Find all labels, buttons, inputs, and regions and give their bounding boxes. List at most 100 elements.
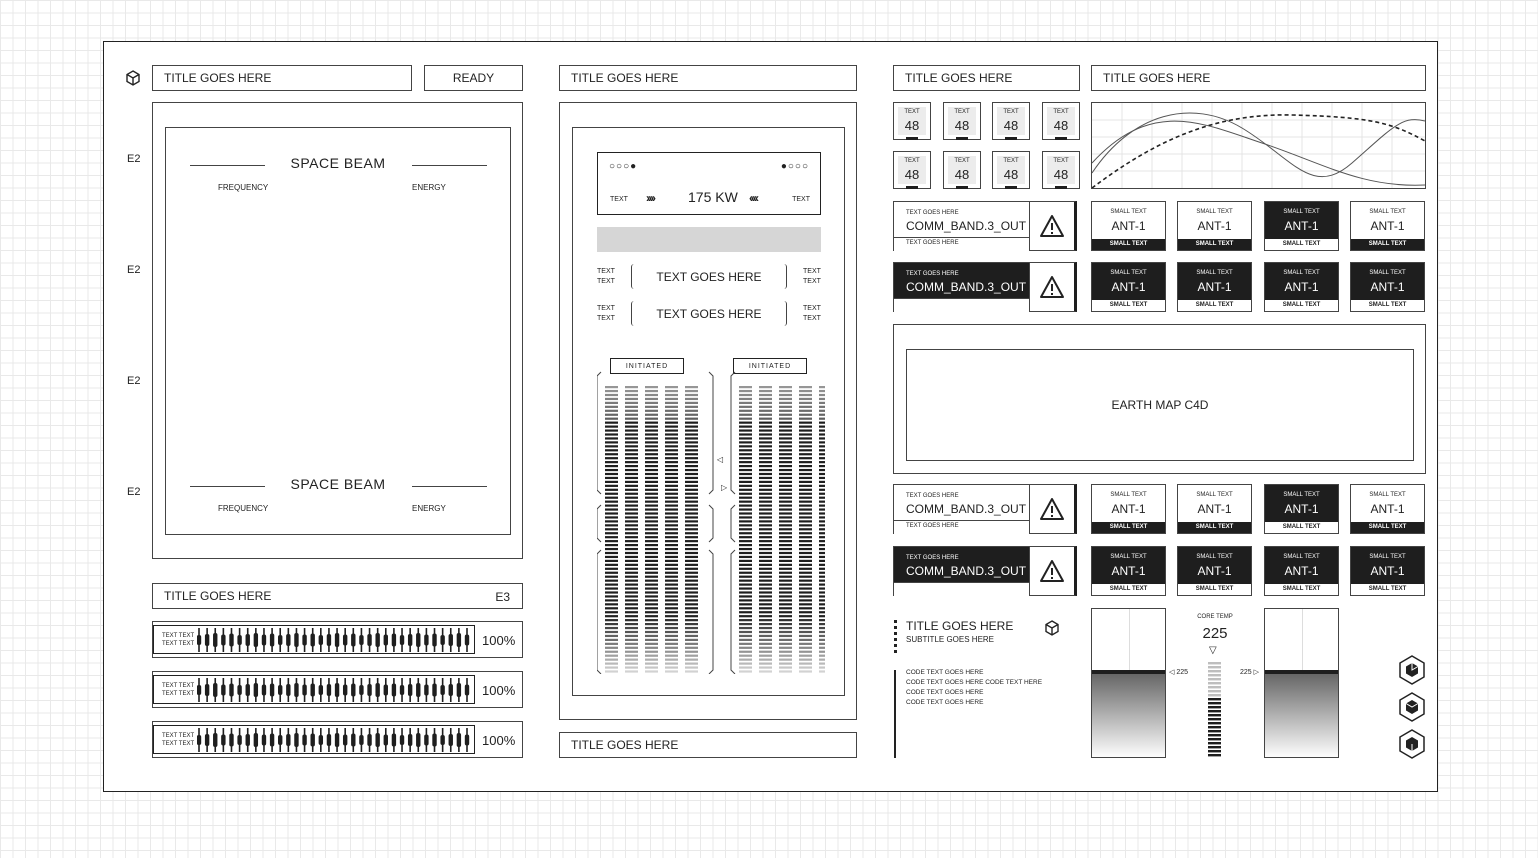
comm-value: COMM_BAND.3_OUT bbox=[906, 280, 1027, 294]
meter-tick bbox=[342, 628, 348, 652]
right-title-bar-a: TITLE GOES HERE bbox=[893, 65, 1080, 91]
meter-tick bbox=[391, 628, 397, 652]
meter-tick bbox=[367, 728, 372, 752]
meter-tick bbox=[326, 628, 332, 652]
tile-label: TEXT bbox=[1003, 109, 1019, 115]
meter-tick bbox=[391, 728, 397, 752]
warning-icon bbox=[1029, 201, 1077, 251]
left-section-title-bar: TITLE GOES HERE E3 bbox=[152, 583, 523, 609]
space-beam-viewport: SPACE BEAM FREQUENCY ENERGY SPACE BEAM F… bbox=[165, 127, 511, 535]
meter-tick bbox=[464, 628, 470, 652]
waveform-plot bbox=[1092, 103, 1425, 188]
row-label-e2: E2 bbox=[127, 375, 141, 387]
hex-cube-icon[interactable] bbox=[1397, 728, 1427, 760]
ant-bottom-label: SMALL TEXT bbox=[1178, 522, 1251, 533]
meter-tick bbox=[261, 728, 267, 752]
text-field[interactable]: TEXT GOES HERE bbox=[631, 264, 787, 289]
middle-inner-panel: ○○○● ●○○○ TEXT ›››› 175 KW ‹‹‹‹ TEXT TEX… bbox=[572, 127, 845, 696]
ant-value: ANT-1 bbox=[1284, 502, 1319, 516]
core-temp-value: 225 bbox=[1202, 625, 1228, 642]
info-subtitle: SUBTITLE GOES HERE bbox=[906, 635, 995, 644]
meter-tick bbox=[278, 628, 283, 652]
meter-tick bbox=[424, 628, 429, 652]
info-title: TITLE GOES HERE bbox=[906, 619, 1014, 633]
meter-tick bbox=[269, 678, 275, 702]
meter-tick bbox=[245, 728, 250, 752]
cube-icon bbox=[126, 70, 140, 86]
ant-value: ANT-1 bbox=[1197, 564, 1232, 578]
text-field[interactable]: TEXT GOES HERE bbox=[631, 301, 787, 326]
meter-tick bbox=[407, 728, 413, 752]
meter-tick bbox=[351, 678, 356, 702]
tile-value: 48 bbox=[904, 167, 920, 182]
power-left-text: TEXT bbox=[610, 196, 628, 203]
comm-value: COMM_BAND.3_OUT bbox=[906, 564, 1027, 578]
initiated-badge: INITIATED bbox=[733, 358, 807, 374]
ant-bottom-label: SMALL TEXT bbox=[1265, 584, 1338, 595]
ant-value: ANT-1 bbox=[1111, 502, 1146, 516]
ant-value: ANT-1 bbox=[1197, 280, 1232, 294]
hex-cube-icon[interactable] bbox=[1397, 691, 1427, 723]
meter-tick bbox=[197, 728, 202, 752]
row-label-e2: E2 bbox=[127, 486, 141, 498]
earth-map-viewport[interactable]: EARTH MAP C4D bbox=[906, 349, 1414, 461]
warning-icon bbox=[1029, 546, 1077, 596]
section-tag: E3 bbox=[495, 590, 510, 604]
frequency-label: FREQUENCY bbox=[218, 504, 269, 513]
meter-tick bbox=[432, 678, 437, 702]
tile-indicator bbox=[1055, 137, 1067, 140]
meter-tick bbox=[367, 678, 372, 702]
meter-tick bbox=[221, 728, 226, 752]
meter-tick bbox=[440, 628, 445, 652]
meter-tick bbox=[229, 728, 234, 752]
meter-tick bbox=[253, 728, 259, 752]
meter-tick bbox=[342, 728, 348, 752]
meter-tick bbox=[302, 678, 307, 702]
tile-indicator bbox=[1005, 186, 1017, 189]
hex-cube-icon[interactable] bbox=[1397, 654, 1427, 686]
meter-tick bbox=[237, 628, 242, 652]
initiated-badge: INITIATED bbox=[610, 358, 684, 374]
middle-title-bar: TITLE GOES HERE bbox=[559, 65, 857, 91]
ant-bottom-label: SMALL TEXT bbox=[1178, 239, 1251, 250]
tile-indicator bbox=[1005, 137, 1017, 140]
tile-label: TEXT bbox=[1003, 158, 1019, 164]
ant-top-label: SMALL TEXT bbox=[1196, 270, 1233, 276]
temp-gauge-right bbox=[1264, 608, 1339, 758]
status-ready-button[interactable]: READY bbox=[424, 65, 523, 91]
meter-tick bbox=[407, 628, 413, 652]
meter-tick bbox=[399, 678, 405, 702]
code-block: CODE TEXT GOES HERE CODE TEXT GOES HERE … bbox=[906, 669, 1043, 706]
meter-tick bbox=[213, 728, 218, 752]
temp-marker-right: 225 ▷ bbox=[1240, 669, 1260, 676]
